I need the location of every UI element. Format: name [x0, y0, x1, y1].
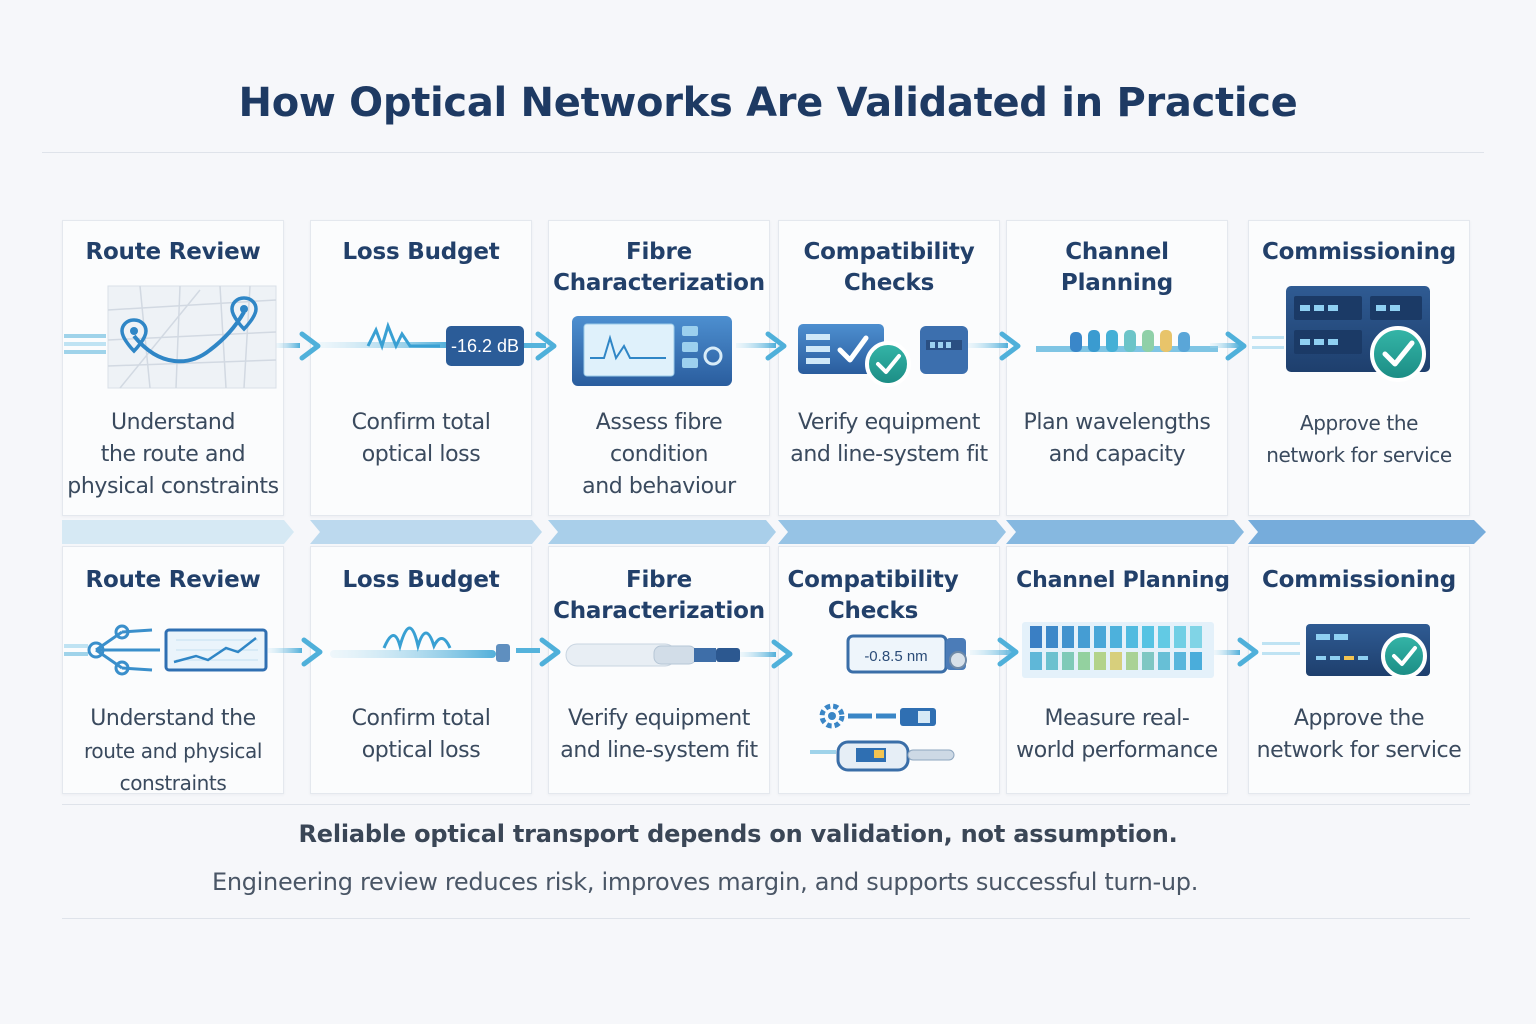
progress-band — [62, 520, 1486, 544]
approved-unit-icon — [1306, 624, 1430, 679]
fibre-probe-icon — [565, 643, 740, 667]
gear-icon — [819, 703, 845, 729]
channel-grid-icon — [1022, 622, 1214, 678]
step-heading: Commissioning — [1261, 239, 1457, 265]
title-divider — [42, 152, 1484, 153]
route-graph-icon — [87, 624, 268, 676]
approved-rack-icon — [1286, 286, 1430, 382]
step-description: Understand the route and physical constr… — [84, 706, 262, 795]
footer-divider — [62, 918, 1470, 919]
footer-subline: Engineering review reduces risk, improve… — [211, 868, 1199, 896]
signal-connector-icon — [382, 626, 510, 662]
row2-flow-line — [64, 642, 1300, 658]
step-heading: Channel Planning — [1016, 568, 1230, 593]
wavelength-readout: -0.8.5 nm — [864, 648, 927, 665]
loss-meter-icon: -16.2 dB — [366, 321, 524, 366]
route-map-icon — [107, 285, 277, 389]
step-heading: Loss Budget — [342, 567, 500, 593]
loss-readout: -16.2 dB — [451, 336, 519, 356]
footer-tagline: Reliable optical transport depends on va… — [298, 820, 1178, 848]
meter-connectors-icon: -0.8.5 nm — [810, 634, 967, 772]
otdr-tester-icon — [572, 316, 732, 386]
step-description: Measure real-world performance — [1016, 706, 1218, 763]
step-heading: Route Review — [85, 567, 261, 593]
row-divider — [62, 804, 1470, 805]
step-heading: Route Review — [85, 239, 261, 265]
equipment-check-icon — [798, 324, 968, 387]
page-title: How Optical Networks Are Validated in Pr… — [238, 80, 1298, 126]
chevron-right-icon — [299, 331, 1247, 361]
wavelength-channels-icon — [1070, 330, 1190, 352]
step-heading: Commissioning — [1261, 567, 1457, 593]
step-heading: Loss Budget — [342, 239, 500, 265]
chevron-right-icon — [301, 637, 1259, 669]
